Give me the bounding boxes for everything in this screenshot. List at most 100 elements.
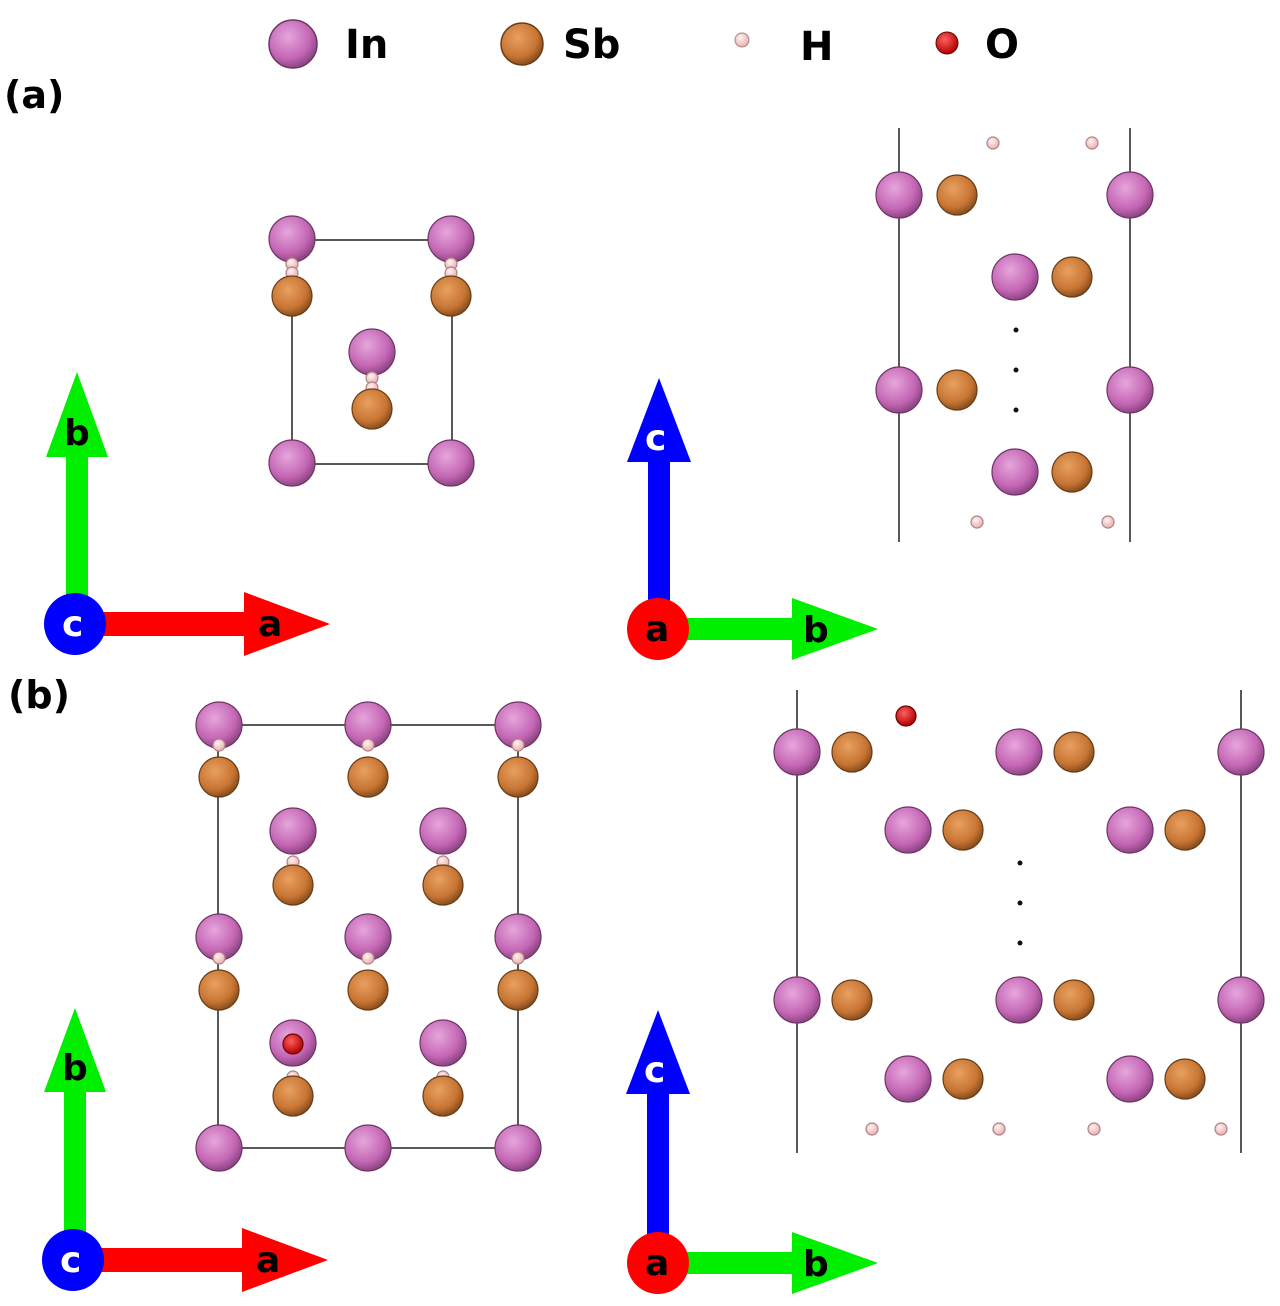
- atom-in: [1106, 806, 1154, 854]
- atom-sb: [198, 756, 240, 798]
- atom-h: [212, 738, 226, 752]
- panel-b-aview: [773, 690, 1265, 1153]
- atom-sb: [936, 174, 978, 216]
- b-axis-arrowhead: [792, 1232, 878, 1294]
- ellipsis-dot: [1017, 900, 1023, 906]
- atom-in: [419, 807, 467, 855]
- atom-in: [1106, 366, 1154, 414]
- b-axis-label: b: [64, 413, 90, 454]
- atom-sb: [271, 275, 313, 317]
- atom-in: [427, 215, 475, 263]
- atom-sb: [942, 1058, 984, 1100]
- b-axis-arrowhead: [792, 598, 878, 660]
- atom-sb: [1051, 256, 1093, 298]
- axis-triad-b-right: c b a: [626, 1010, 878, 1294]
- atom-in: [1217, 728, 1265, 776]
- ellipsis-dot: [1013, 327, 1019, 333]
- c-axis-label: c: [644, 1050, 665, 1091]
- panel-b-cview: [195, 701, 542, 1172]
- c-axis-shaft: [647, 1090, 669, 1235]
- atom-sb: [497, 969, 539, 1011]
- atom-sb: [831, 979, 873, 1021]
- atom-sb: [351, 388, 393, 430]
- panel-a-aview: [875, 128, 1154, 542]
- atom-in: [1106, 171, 1154, 219]
- atom-in: [269, 807, 317, 855]
- atom-in: [991, 253, 1039, 301]
- a-axis-arrowhead: [242, 1228, 328, 1292]
- b-axis-label: b: [803, 610, 829, 651]
- atom-h: [865, 1122, 879, 1136]
- atom-in: [884, 806, 932, 854]
- c-axis-label: c: [62, 604, 83, 645]
- atom-sb: [198, 969, 240, 1011]
- atom-h: [361, 951, 375, 965]
- a-axis-arrowhead: [244, 592, 330, 656]
- legend-o-label: O: [985, 22, 1019, 68]
- a-axis-label: a: [256, 1240, 280, 1281]
- a-axis-label: a: [258, 604, 282, 645]
- atom-sb: [1164, 809, 1206, 851]
- legend-o-swatch: [935, 31, 959, 55]
- ellipsis-dot: [1013, 407, 1019, 413]
- atom-sb: [1053, 979, 1095, 1021]
- atom-h: [1087, 1122, 1101, 1136]
- atom-in: [1106, 1055, 1154, 1103]
- atom-sb: [347, 756, 389, 798]
- atom-o: [282, 1033, 304, 1055]
- b-axis-label: b: [803, 1244, 829, 1285]
- atom-in: [344, 1124, 392, 1172]
- b-axis-arrowhead: [44, 1008, 106, 1092]
- c-axis-origin: [44, 593, 106, 655]
- a-axis-label: a: [645, 609, 669, 650]
- ellipsis-dot: [1017, 940, 1023, 946]
- atom-h: [970, 515, 984, 529]
- atom-h: [1214, 1122, 1228, 1136]
- unit-cell-a-cview: [291, 239, 453, 465]
- atom-in: [884, 1055, 932, 1103]
- atom-sb: [936, 369, 978, 411]
- atom-h: [986, 136, 1000, 150]
- atom-in: [419, 1019, 467, 1067]
- c-axis-arrowhead: [627, 378, 691, 462]
- atom-h: [992, 1122, 1006, 1136]
- atom-h: [361, 738, 375, 752]
- atom-in: [195, 1124, 243, 1172]
- atom-in: [773, 976, 821, 1024]
- axis-triad-b-left: b a c: [42, 1008, 328, 1292]
- a-axis-shaft: [98, 1248, 244, 1272]
- c-axis-label: c: [60, 1240, 81, 1281]
- c-axis-origin: [42, 1229, 104, 1291]
- atom-sb: [1051, 451, 1093, 493]
- b-axis-shaft: [685, 618, 795, 640]
- legend: In Sb H O: [268, 19, 1019, 70]
- axis-triad-a-right: c b a: [627, 378, 878, 660]
- atom-h: [1085, 136, 1099, 150]
- atom-in: [995, 728, 1043, 776]
- atom-sb: [272, 864, 314, 906]
- legend-sb-label: Sb: [563, 22, 620, 68]
- atom-sb: [942, 809, 984, 851]
- atom-in: [991, 448, 1039, 496]
- atom-h: [1101, 515, 1115, 529]
- a-axis-origin: [627, 1232, 689, 1294]
- atom-in: [995, 976, 1043, 1024]
- a-axis-origin: [627, 598, 689, 660]
- atom-in: [875, 366, 923, 414]
- atom-in: [875, 171, 923, 219]
- axis-triad-a-left: b a c: [44, 372, 330, 656]
- b-axis-label: b: [62, 1048, 88, 1089]
- atom-sb: [272, 1075, 314, 1117]
- atom-sb: [347, 969, 389, 1011]
- atom-sb: [1164, 1058, 1206, 1100]
- legend-h-label: H: [800, 24, 833, 70]
- atom-in: [348, 328, 396, 376]
- a-axis-shaft: [100, 612, 246, 636]
- panel-label-a: (a): [4, 73, 64, 117]
- atom-in: [268, 215, 316, 263]
- atom-h: [212, 951, 226, 965]
- atom-sb: [831, 731, 873, 773]
- atom-sb: [430, 275, 472, 317]
- atom-sb: [497, 756, 539, 798]
